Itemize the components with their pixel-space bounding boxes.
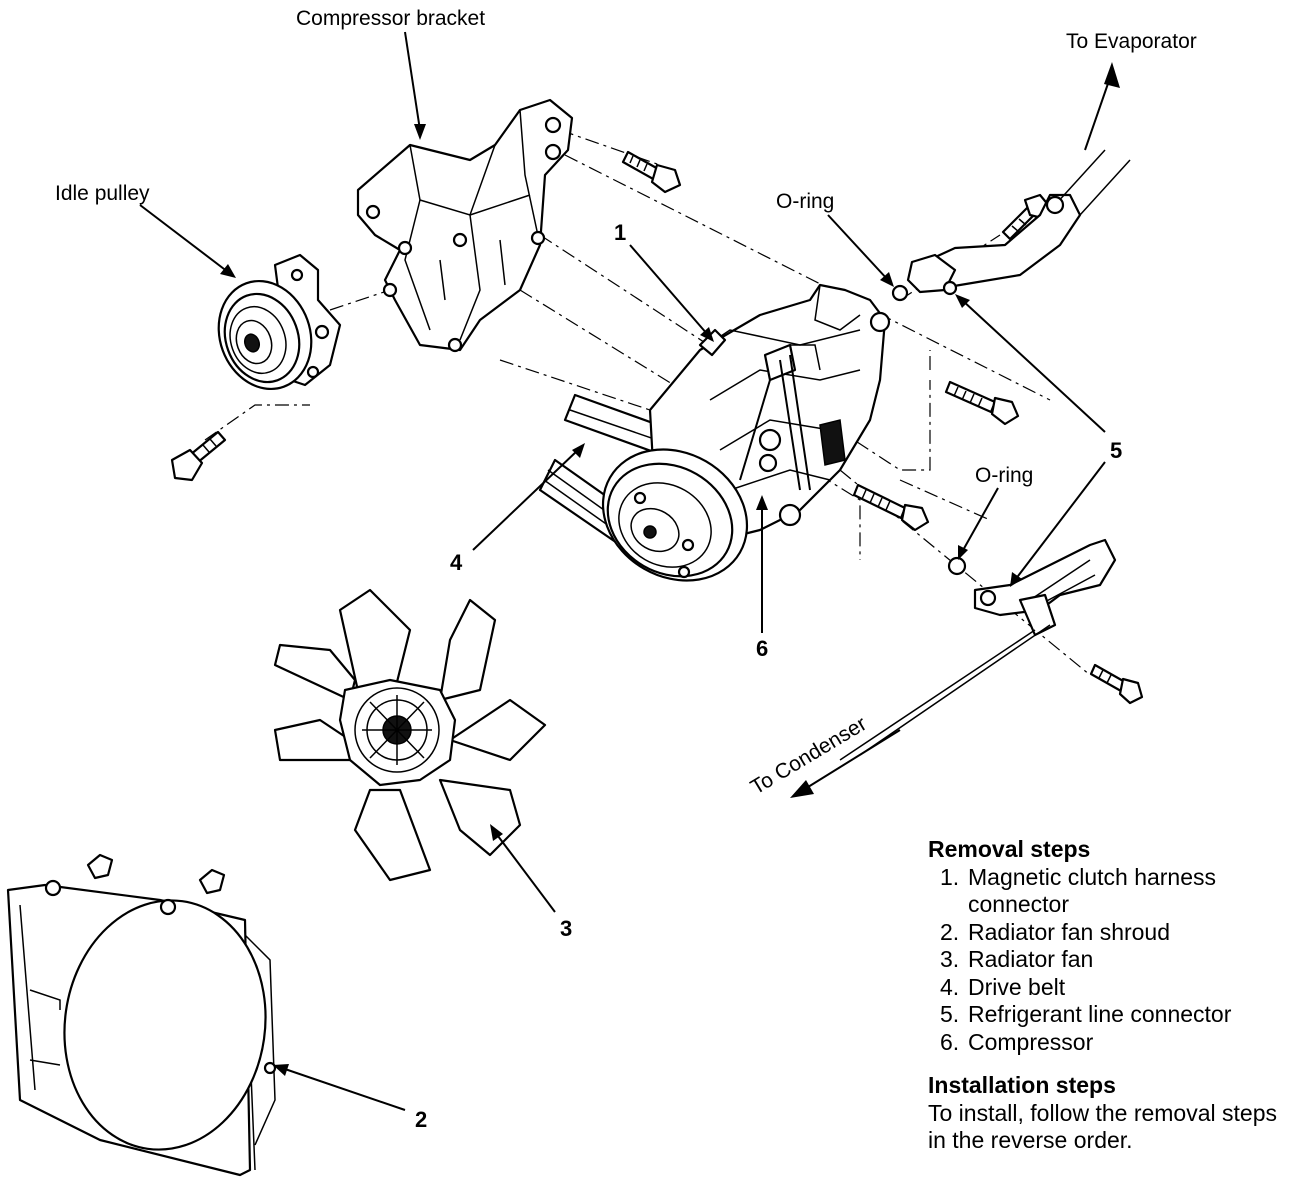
removal-step: Compressor xyxy=(940,1028,1094,1056)
callout-4: 4 xyxy=(450,550,463,575)
installation-text: To install, follow the removal steps in … xyxy=(928,1099,1277,1154)
removal-step: Radiator fan xyxy=(940,946,1094,973)
label-o-ring-upper: O-ring xyxy=(776,190,834,213)
discharge-line xyxy=(839,538,1117,761)
bolt-idle-pulley xyxy=(170,430,227,482)
idle-pulley xyxy=(217,253,342,391)
o-ring-upper xyxy=(891,284,909,302)
label-o-ring-lower: O-ring xyxy=(975,464,1033,487)
alignment-lines xyxy=(204,129,1091,676)
removal-step: Drive belt xyxy=(940,973,1066,1001)
compressor-bracket xyxy=(356,98,574,353)
removal-heading: Removal steps xyxy=(928,836,1091,862)
callout-6: 6 xyxy=(756,636,768,661)
label-compressor-bracket: Compressor bracket xyxy=(296,7,485,30)
removal-step: Magnetic clutch harness connector xyxy=(940,863,1217,918)
condenser-arrow xyxy=(790,729,901,798)
radiator-fan xyxy=(273,588,547,882)
bolt-top xyxy=(621,150,682,194)
callout-1: 1 xyxy=(614,220,626,245)
installation-heading: Installation steps xyxy=(928,1072,1116,1098)
procedure-steps: Removal steps Magnetic clutch harness co… xyxy=(928,836,1288,1155)
label-to-evaporator: To Evaporator xyxy=(1066,30,1197,53)
suction-line xyxy=(906,149,1131,296)
removal-step-list: Magnetic clutch harness connector Radiat… xyxy=(928,864,1288,1057)
radiator-fan-shroud xyxy=(6,853,277,1177)
evaporator-arrow xyxy=(1084,62,1120,151)
leader-lines xyxy=(139,31,1106,1111)
callout-5: 5 xyxy=(1110,438,1122,463)
removal-step: Refrigerant line connector xyxy=(940,1001,1232,1028)
bolt-compressor-upper xyxy=(944,380,1020,426)
callout-2: 2 xyxy=(415,1107,427,1132)
label-idle-pulley: Idle pulley xyxy=(55,182,150,205)
o-ring-lower xyxy=(947,556,967,576)
removal-step: Radiator fan shroud xyxy=(940,918,1171,946)
bolt-compressor-lower xyxy=(852,483,930,532)
bolt-line-lower xyxy=(1089,663,1144,705)
callout-3: 3 xyxy=(560,916,572,941)
compressor xyxy=(601,283,891,582)
